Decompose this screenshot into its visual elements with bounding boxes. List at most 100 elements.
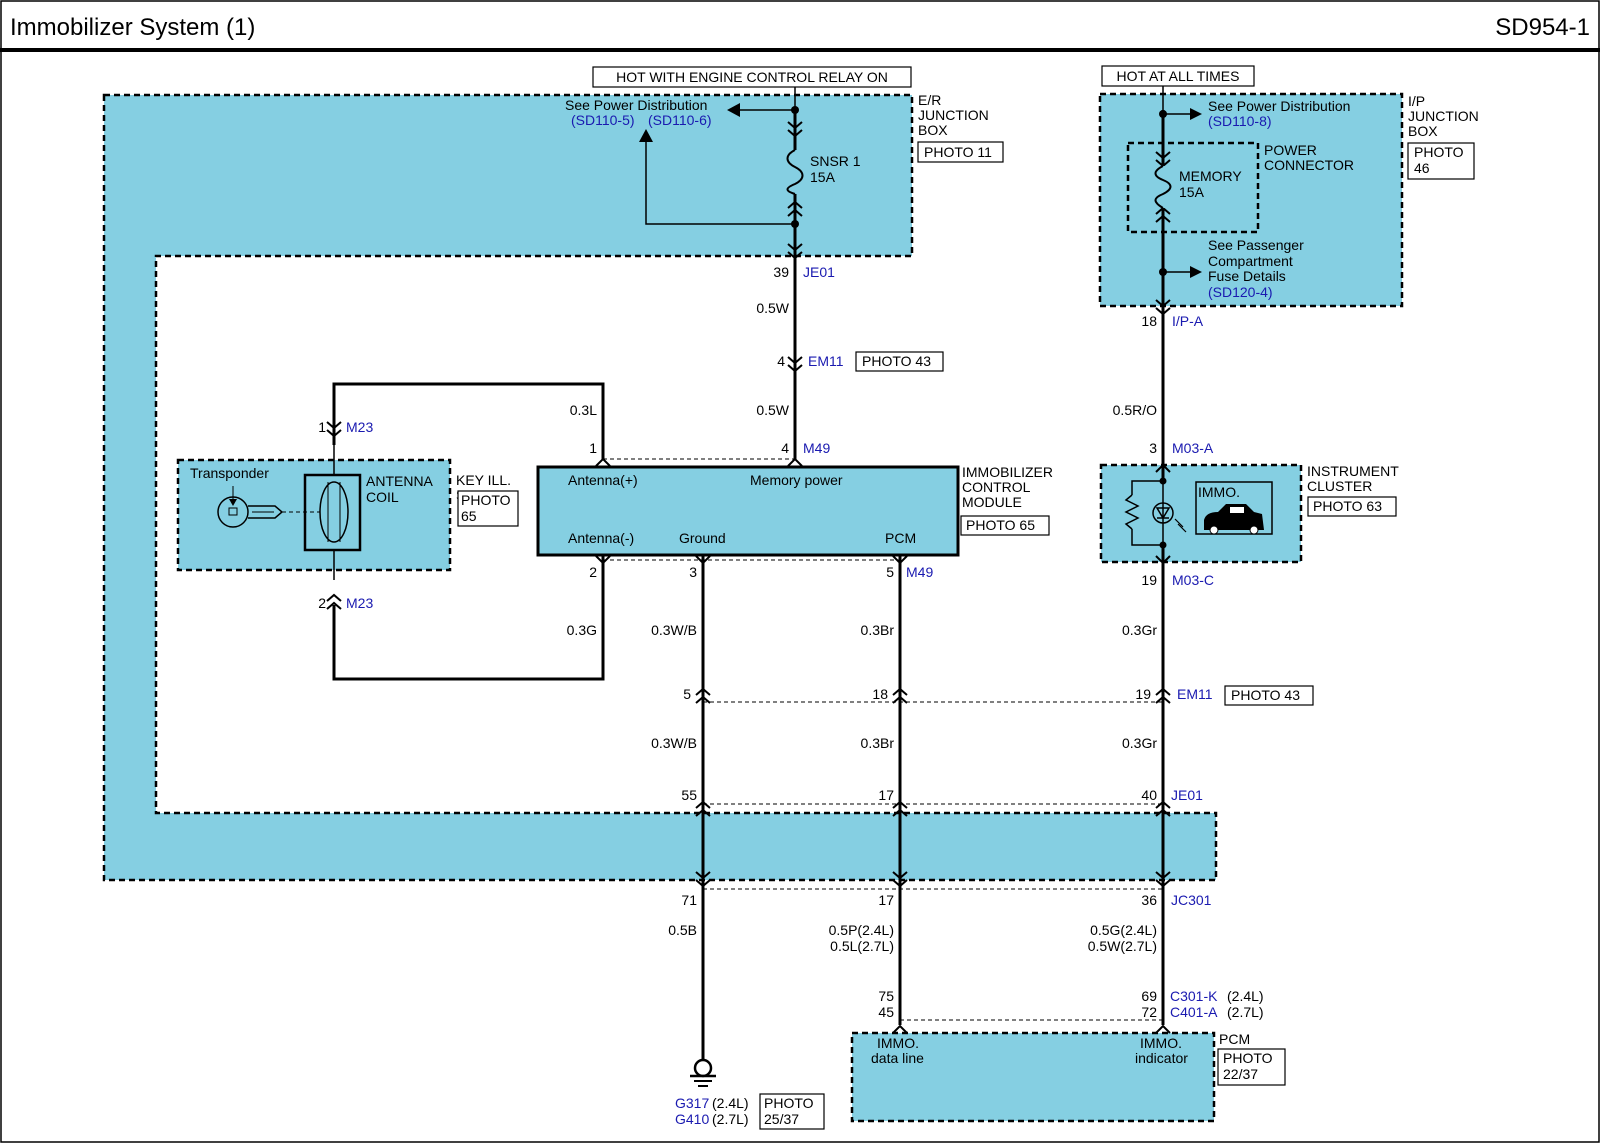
er-box-name: JUNCTION: [918, 107, 989, 123]
wire-label: 0.3Gr: [1122, 622, 1157, 638]
fuse-memory-icon: [1154, 165, 1172, 209]
connector-name: JE01: [803, 264, 835, 280]
connector-pin: 19: [1141, 572, 1157, 588]
ground-suffix: (2.4L): [712, 1095, 749, 1111]
ip-junction-box: [1098, 92, 1404, 308]
key-icon: [217, 486, 284, 528]
pcm-data-line-label: IMMO.: [877, 1035, 919, 1051]
pcm-name: PCM: [1219, 1031, 1250, 1047]
connector-suffix: (2.4L): [1227, 988, 1264, 1004]
antenna-coil-label: ANTENNA: [366, 473, 434, 489]
connector-pin: 36: [1141, 892, 1157, 908]
module-pin-pcm: PCM: [885, 530, 916, 546]
connector-name: M49: [906, 564, 933, 580]
er-see-text: See Power Distribution: [565, 97, 707, 113]
wire-label: 0.5G(2.4L): [1090, 922, 1157, 938]
connector-pin: 19: [1135, 686, 1151, 702]
wire-label: 0.5W(2.7L): [1088, 938, 1157, 954]
fuse-snsr1-icon: [786, 149, 804, 195]
ground-photo: 25/37: [764, 1111, 799, 1127]
module-name: MODULE: [962, 494, 1022, 510]
fuse-memory-name: MEMORY: [1179, 168, 1242, 184]
power-connector-label: POWER: [1264, 142, 1317, 158]
immobilizer-control-module: [536, 465, 960, 557]
pcm-photo: 22/37: [1223, 1066, 1258, 1082]
passenger-fuse-label: See Passenger: [1208, 237, 1304, 253]
module-name: CONTROL: [962, 479, 1031, 495]
engine-room-harness-area: [102, 93, 1218, 882]
key-switch-photo: PHOTO: [461, 492, 511, 508]
connector-name: M03-A: [1172, 440, 1214, 456]
cluster-name: CLUSTER: [1307, 478, 1372, 494]
er-box-name: BOX: [918, 122, 948, 138]
arrow-right-icon: [1190, 266, 1202, 278]
module-pin-antenna-minus: Antenna(-): [568, 530, 634, 546]
module-photo: PHOTO 65: [966, 517, 1035, 533]
passenger-fuse-ref: (SD120-4): [1208, 284, 1273, 300]
power-label-left: HOT WITH ENGINE CONTROL RELAY ON: [616, 69, 888, 85]
connector-pin: 3: [1149, 440, 1157, 456]
wire-label: 0.3G: [567, 622, 597, 638]
arrow-right-icon: [1190, 108, 1202, 120]
connector-pin: 1: [318, 419, 326, 435]
pcm-box: [850, 1031, 1216, 1123]
photo-ref: PHOTO 43: [1231, 687, 1300, 703]
wire-label: 0.3L: [570, 402, 597, 418]
connector-pin: 5: [886, 564, 894, 580]
arrow-up-icon: [639, 129, 653, 142]
wire-label: 0.5P(2.4L): [829, 922, 894, 938]
passenger-fuse-label: Fuse Details: [1208, 268, 1286, 284]
connector-suffix: (2.7L): [1227, 1004, 1264, 1020]
connector-pin: 2: [589, 564, 597, 580]
connector-pin: 4: [781, 440, 789, 456]
er-box-name: E/R: [918, 92, 941, 108]
er-box-photo: PHOTO 11: [924, 144, 992, 160]
cluster-photo: PHOTO 63: [1313, 498, 1382, 514]
ground-icon: [690, 1058, 716, 1087]
connector-pin: 55: [681, 787, 697, 803]
transponder-label: Transponder: [190, 465, 269, 481]
module-pin-antenna-plus: Antenna(+): [568, 472, 638, 488]
module-pin-ground: Ground: [679, 530, 726, 546]
connector-name: C301-K: [1170, 988, 1218, 1004]
connector-name: M03-C: [1172, 572, 1214, 588]
connector-pin: 72: [1141, 1004, 1157, 1020]
connector-pin: 75: [878, 988, 894, 1004]
pcm-indicator-label: indicator: [1135, 1050, 1188, 1066]
wire-label: 0.5W: [756, 300, 789, 316]
wire-label: 0.3Br: [861, 735, 895, 751]
fuse-snsr1-name: SNSR 1: [810, 153, 861, 169]
connector-pin: 5: [683, 686, 691, 702]
ground-photo: PHOTO: [764, 1095, 814, 1111]
wire-label: 0.5L(2.7L): [830, 938, 894, 954]
connector-pin: 2: [318, 595, 326, 611]
connector-pin: 40: [1141, 787, 1157, 803]
wire-label: 0.5B: [668, 922, 697, 938]
power-connector-label: CONNECTOR: [1264, 157, 1354, 173]
ip-ref: (SD110-8): [1208, 113, 1272, 129]
ip-see-text: See Power Distribution: [1208, 98, 1350, 114]
connector-pin: 4: [777, 353, 785, 369]
ip-box-photo: PHOTO: [1414, 144, 1464, 160]
wire-label: 0.3W/B: [651, 735, 697, 751]
wire-label: 0.3Gr: [1122, 735, 1157, 751]
connector-name: M23: [346, 595, 373, 611]
page-code: SD954-1: [1495, 14, 1590, 41]
ip-box-name: BOX: [1408, 123, 1438, 139]
pcm-indicator-label: IMMO.: [1140, 1035, 1182, 1051]
connector-pin: 17: [878, 787, 894, 803]
fuse-snsr1-rating: 15A: [810, 169, 836, 185]
pcm-photo: PHOTO: [1223, 1050, 1273, 1066]
power-label-right: HOT AT ALL TIMES: [1117, 68, 1240, 84]
connector-name: EM11: [1177, 686, 1213, 702]
ground-suffix: (2.7L): [712, 1111, 749, 1127]
page-title: Immobilizer System (1): [10, 14, 255, 41]
passenger-fuse-label: Compartment: [1208, 253, 1293, 269]
er-ref-b: (SD110-6): [648, 112, 712, 128]
wire-label: 0.3W/B: [651, 622, 697, 638]
ground-name: G410: [675, 1111, 709, 1127]
arrow-left-icon: [727, 103, 740, 117]
connector-name: JC301: [1171, 892, 1212, 908]
